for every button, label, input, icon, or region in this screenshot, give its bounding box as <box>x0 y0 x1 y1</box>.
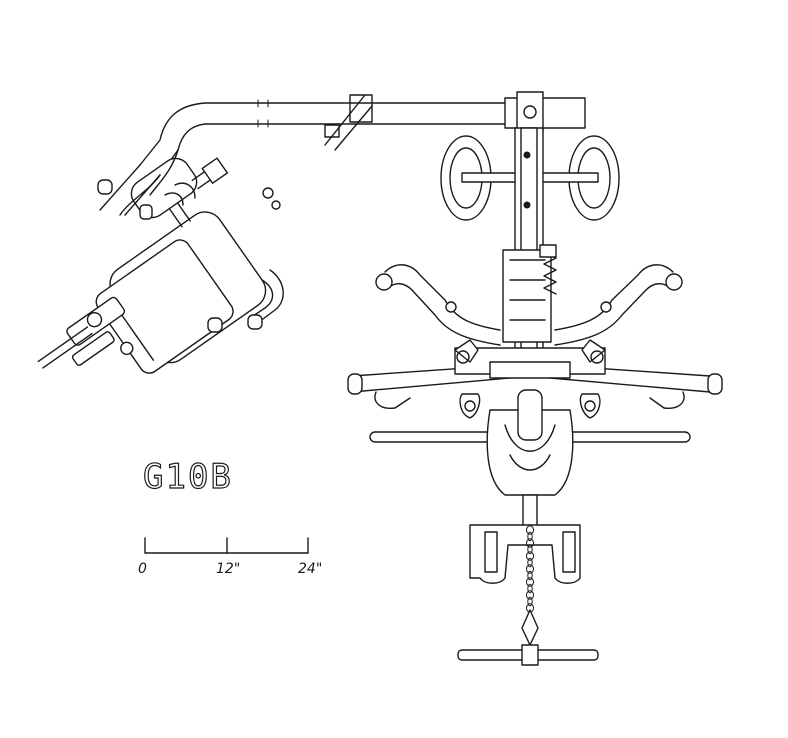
left-station <box>37 157 267 374</box>
chain-link <box>526 538 534 548</box>
chain-link <box>527 583 533 594</box>
weight-pin-spring <box>539 244 557 295</box>
chain-link <box>527 596 533 607</box>
pivot-hardware-right <box>579 339 606 419</box>
chain-link <box>526 551 534 561</box>
scale-label-24: 24" <box>298 561 322 577</box>
left-station-hardware <box>207 94 373 333</box>
press-arm-right <box>554 264 683 346</box>
press-arm-left <box>375 264 501 346</box>
upper-handle-bar <box>347 347 723 409</box>
scale-bar: 0 12" 24" <box>138 537 322 577</box>
chain-link <box>527 557 533 568</box>
left-frame-tubes <box>97 149 284 330</box>
lower-column <box>522 494 538 528</box>
pulling-bar <box>457 644 599 666</box>
chain-link <box>527 531 533 542</box>
chain-link <box>526 590 534 600</box>
scale-label-0: 0 <box>138 561 147 577</box>
central-mast <box>502 127 552 354</box>
chain-link <box>526 564 534 574</box>
scale-label-12: 12" <box>216 561 240 577</box>
seat-pad <box>486 389 574 496</box>
pivot-hardware-left <box>454 339 481 419</box>
chain-link <box>527 570 533 581</box>
chain-link <box>526 525 534 535</box>
chain-link <box>526 577 534 587</box>
model-label: G10B <box>143 457 233 497</box>
chain <box>521 525 539 646</box>
foot-plate <box>469 524 581 584</box>
chain-link <box>527 544 533 555</box>
